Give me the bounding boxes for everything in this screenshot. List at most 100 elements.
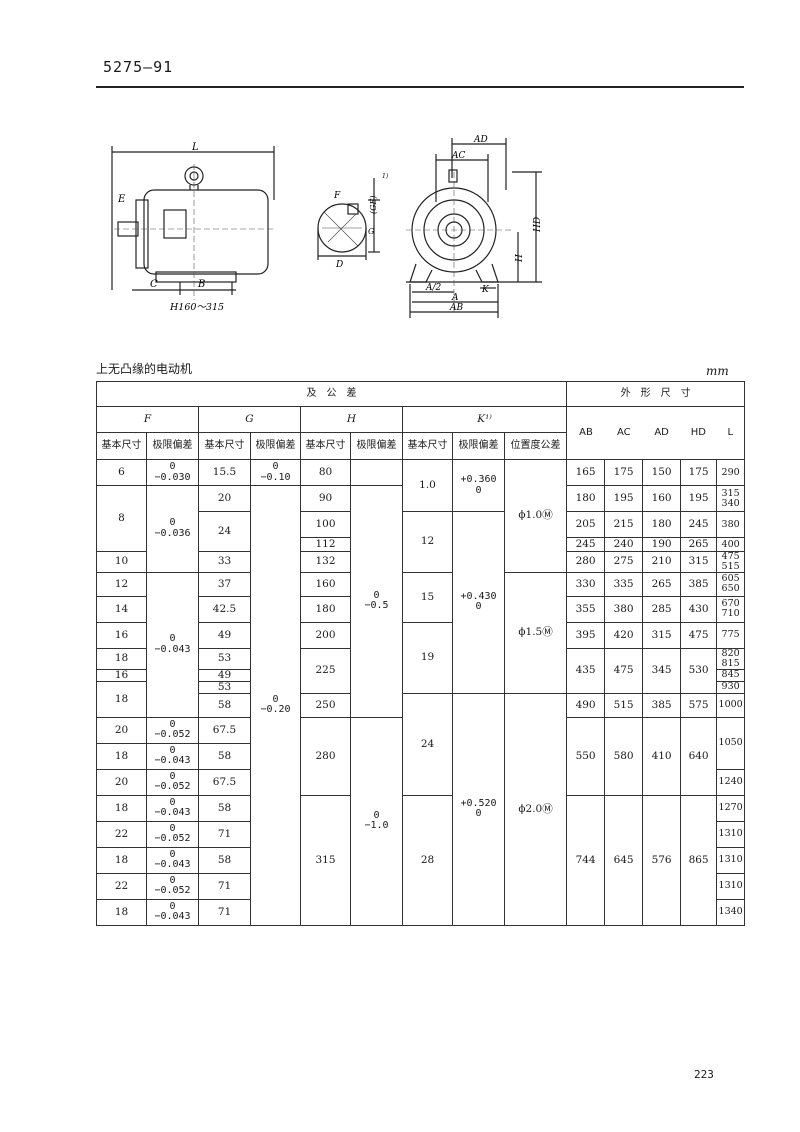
cell-ab-vals: 550 [566,716,606,796]
cell-h-vals: 90 [300,485,351,512]
group-head-tolerance: 及 公 差 [95,381,568,407]
subhead-G-basic: 基本尺寸 [198,432,251,460]
cell-f-vals: 18 [96,846,147,874]
cell-ad-vals: 265 [642,571,682,597]
cell-ac-vals: 240 [604,537,644,552]
cell-h-dev: 0−1.0 [350,716,403,926]
cell-ac-vals: 215 [604,511,644,538]
cell-g-vals: 20 [198,485,251,512]
cell-k-pos: ϕ2.0Ⓜ [503,692,568,926]
cell-f-vals: 10 [96,551,147,573]
cell-g-vals: 49 [198,668,251,682]
cell-ab-vals: 205 [566,511,606,538]
cell-ab-vals: 744 [566,794,606,926]
cell-hd-vals: 265 [680,537,718,552]
cell-f-vals: 20 [96,716,147,744]
cell-g-vals: 15.5 [198,459,251,486]
cell-g-dev: 0−0.20 [250,485,301,926]
cell-hd-vals: 385 [680,571,718,597]
cell-ab-vals: 180 [566,485,606,512]
cell-f-vals: 18 [96,898,147,926]
cell-hd-vals: 315 [680,551,718,573]
subhead-F-dev: 极限偏差 [146,432,199,460]
cell-f-vals: 12 [96,571,147,597]
cell-ac-vals: 175 [604,459,644,486]
cell-g-vals: 71 [198,898,251,926]
cell-ab-vals: 395 [566,621,606,649]
cell-f-vals: 8 [96,485,147,552]
cell-ab-vals: 490 [566,692,606,718]
cell-k-vals: 28 [402,794,453,926]
dimension-table: 及 公 差 外 形 尺 寸 AB AC AD HD L F G H K¹⁾ 基本… [95,381,746,926]
motor-end-view: AD AC HD H A/2 K A AB [402,132,552,320]
cell-empty [350,459,403,486]
subhead-F-basic: 基本尺寸 [96,432,147,460]
label-E: E [117,194,126,205]
subhead-K-dev: 极限偏差 [452,432,505,460]
cell-k-vals: 12 [402,511,453,573]
cell-f-dev: 0−0.043 [146,794,199,822]
cell-ad-vals: 180 [642,511,682,538]
cell-h-dev: 0−0.5 [350,485,403,718]
cell-g-vals: 58 [198,742,251,770]
page-number: 223 [694,1068,714,1081]
cell-f-dev: 0−0.030 [146,459,199,486]
cell-hd-vals: 475 [680,621,718,649]
cell-hd-vals: 430 [680,595,718,623]
col-head-F: F [96,405,199,434]
cell-h-vals: 225 [300,647,351,694]
col-head-HD: HD [690,426,706,438]
cell-ac-vals: 195 [604,485,644,512]
cell-g-vals: 42.5 [198,595,251,623]
cell-ad-vals: 315 [642,621,682,649]
cell-g-vals: 67.5 [198,716,251,744]
cell-ad-vals: 190 [642,537,682,552]
cell-ad-vals: 285 [642,595,682,623]
cell-h-vals: 315 [300,794,351,926]
cell-l-vals: 290 [716,459,746,486]
cell-ab-vals: 165 [566,459,606,486]
cell-hd-vals: 575 [680,692,718,718]
label-D: D [335,260,343,270]
cell-ac-vals: 580 [604,716,644,796]
cell-l-vals: 1240 [716,768,746,796]
cell-ad-vals: 410 [642,716,682,796]
cell-l-vals: 845 [716,668,746,682]
cell-h-vals: 112 [300,537,351,552]
cell-ad-vals: 210 [642,551,682,573]
cell-hd-vals: 245 [680,511,718,538]
cell-ab-vals: 330 [566,571,606,597]
cell-ac-vals: 335 [604,571,644,597]
col-head-K: K¹⁾ [401,405,568,434]
cell-h-vals: 250 [300,692,351,718]
cell-f-vals: 16 [96,621,147,649]
cell-ab-vals: 435 [566,647,606,694]
label-AC: AC [451,151,465,161]
subhead-H-basic: 基本尺寸 [300,432,351,460]
cell-f-dev: 0−0.043 [146,742,199,770]
cell-f-dev: 0−0.043 [146,571,199,718]
cell-ad-vals: 160 [642,485,682,512]
cell-f-vals: 22 [96,820,147,848]
col-head-G: G [198,405,301,434]
cell-f-dev: 0−0.052 [146,820,199,848]
label-B: B [197,279,205,290]
cell-f-vals: 16 [96,668,147,682]
label-K: K [481,285,490,295]
subhead-K-basic: 基本尺寸 [402,432,453,460]
unit-label: mm [706,364,729,378]
cell-hd-vals: 530 [680,647,718,694]
cell-g-vals: 49 [198,621,251,649]
label-G: G [368,227,375,236]
cell-ad-vals: 345 [642,647,682,694]
cell-k-vals: 15 [402,571,453,623]
label-L: L [191,142,199,153]
cell-hd-vals: 865 [680,794,718,926]
cell-f-dev: 0−0.052 [146,768,199,796]
cell-g-vals: 53 [198,647,251,670]
footnote-marker: 1) [382,173,389,180]
cell-f-vals: 18 [96,794,147,822]
